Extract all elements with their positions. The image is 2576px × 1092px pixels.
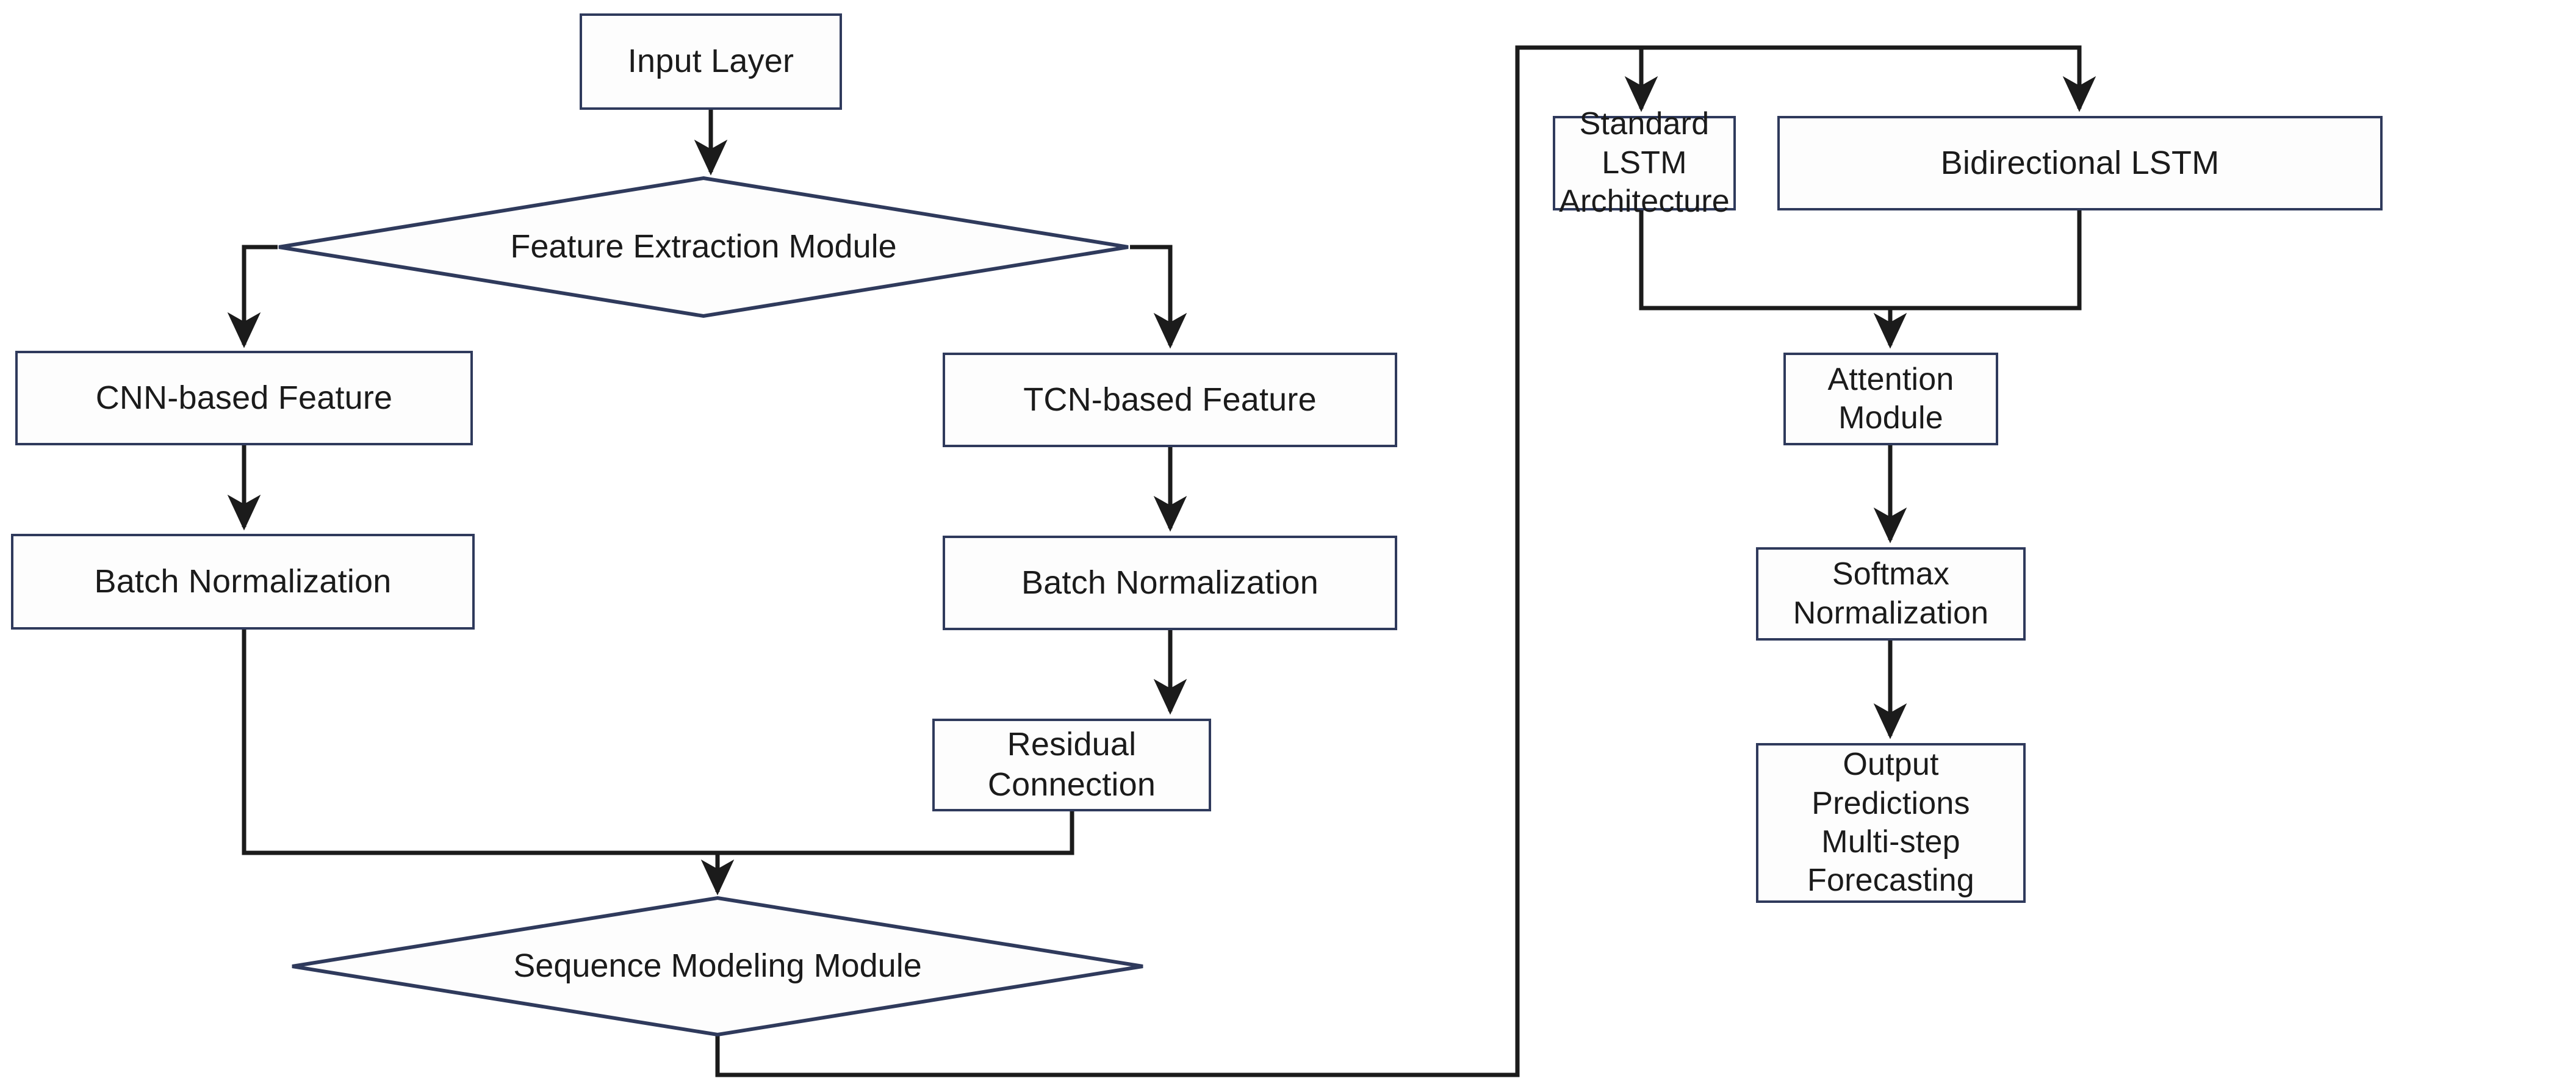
node-sequence-modeling-module[interactable]: Sequence Modeling Module [290,896,1145,1037]
edge-standard-lstm-to-join [1639,210,1890,311]
node-batch-normalization-left[interactable]: Batch Normalization [11,534,475,630]
node-sequence-modeling-module-label: Sequence Modeling Module [513,947,922,985]
node-feature-extraction-module-label: Feature Extraction Module [510,228,897,265]
node-cnn-based-feature[interactable]: CNN-based Feature [15,351,473,445]
node-batch-normalization-right[interactable]: Batch Normalization [943,536,1397,630]
node-input-layer[interactable]: Input Layer [580,13,842,110]
node-softmax-normalization[interactable]: Softmax Normalization [1756,547,2026,641]
node-output-predictions[interactable]: Output Predictions Multi-step Forecastin… [1756,743,2026,903]
node-bidirectional-lstm[interactable]: Bidirectional LSTM [1777,116,2383,210]
node-residual-connection[interactable]: Residual Connection [932,719,1211,811]
sequence-modeling-diamond-shape [292,896,1143,1037]
edge-bus-to-bidirectional-lstm [1641,45,2096,112]
feature-extraction-diamond-shape [278,176,1129,318]
node-standard-lstm-architecture[interactable]: Standard LSTM Architecture [1553,106,1736,219]
edge-feature-extraction-to-cnn [227,245,278,348]
edge-residual-to-merge [718,811,1074,855]
node-tcn-based-feature[interactable]: TCN-based Feature [943,353,1397,447]
node-attention-module[interactable]: Attention Module [1783,353,1998,445]
edge-bidirectional-lstm-to-join [1890,210,2082,311]
node-feature-extraction-module[interactable]: Feature Extraction Module [276,176,1131,318]
edge-batchnorm-left-to-merge [242,630,718,855]
edge-feature-extraction-to-tcn [1130,245,1187,349]
